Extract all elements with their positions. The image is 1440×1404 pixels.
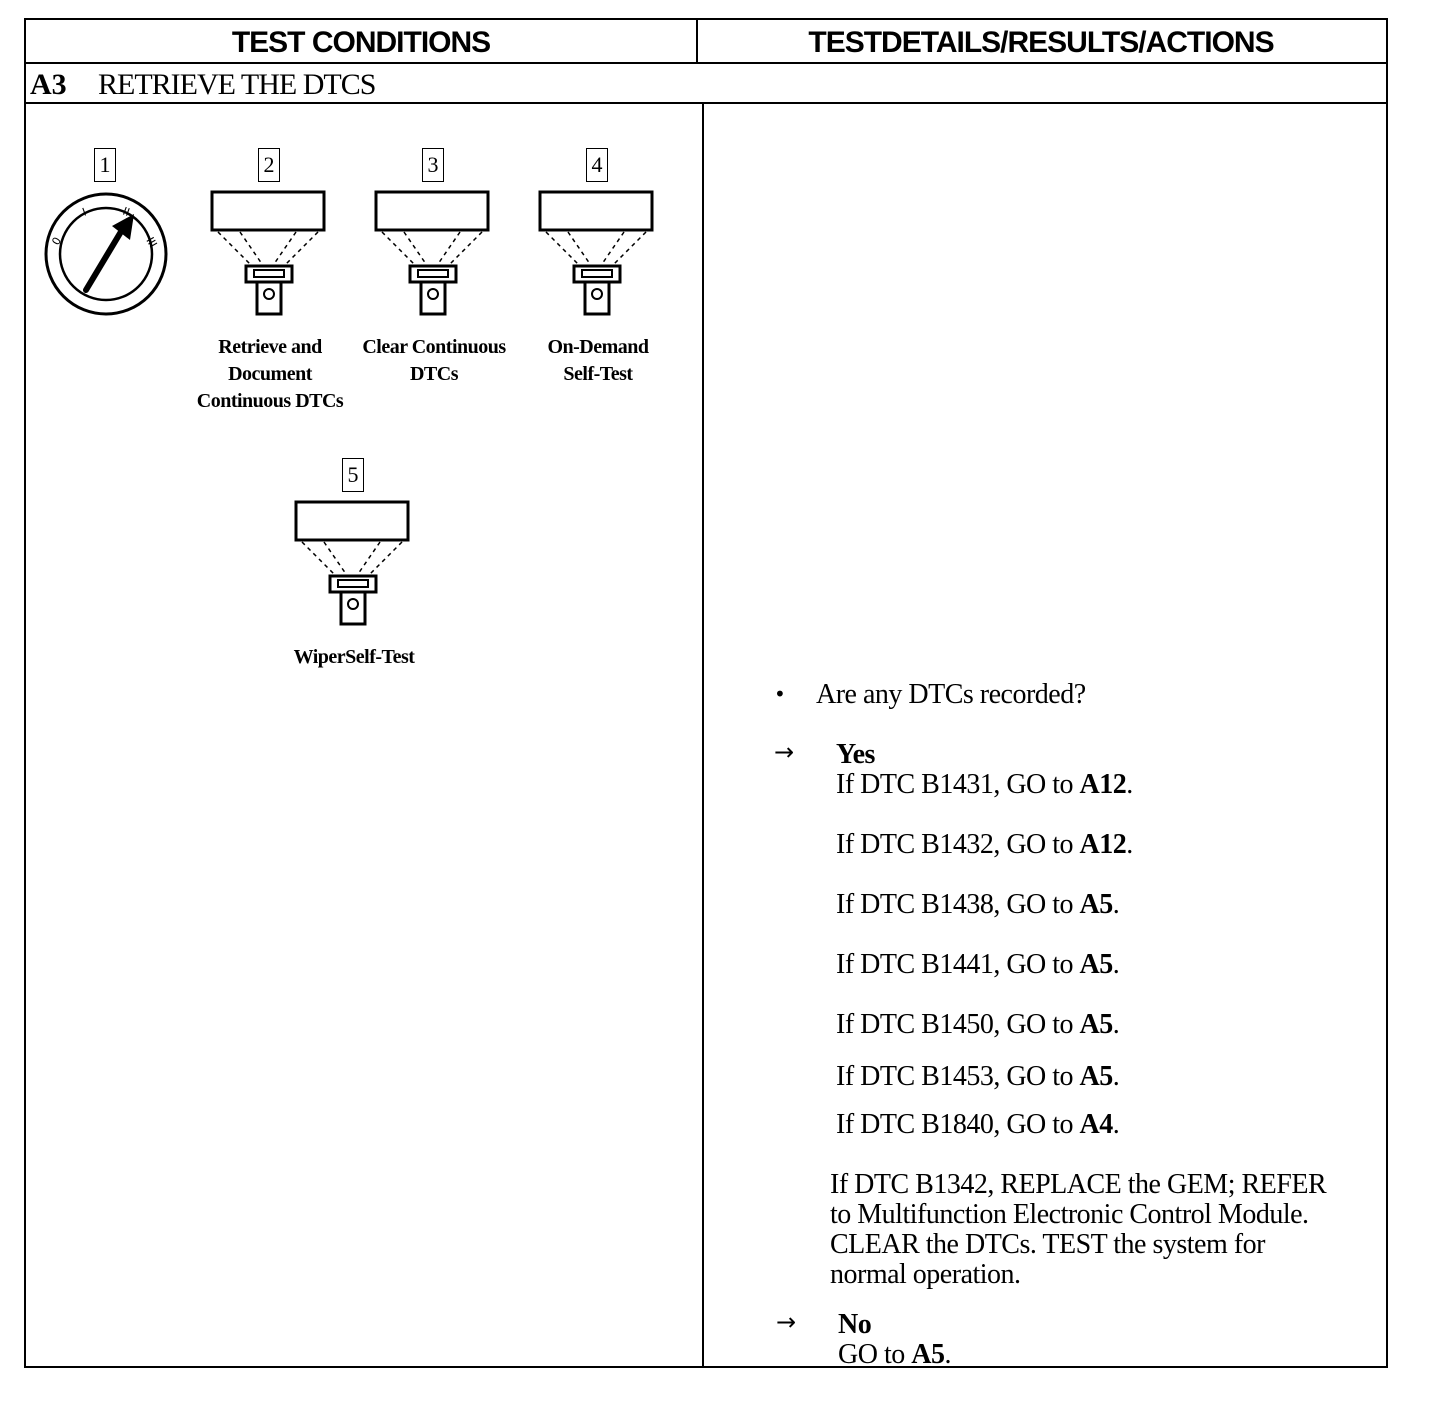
step-number-5: 5 xyxy=(342,458,364,492)
yes-item-target: A12 xyxy=(1079,829,1127,860)
scan-tool-icon xyxy=(374,190,490,316)
header-test-conditions: TEST CONDITIONS xyxy=(231,26,491,59)
yes-item-text: If DTC B1441, GO to xyxy=(836,949,1080,980)
yes-label: Yes xyxy=(836,739,875,770)
bullet-icon: • xyxy=(774,682,786,706)
yes-item-target: A5 xyxy=(1079,1061,1114,1092)
yes-item-4: If DTC B1441, GO to A5. xyxy=(836,949,1120,980)
step-number-3: 3 xyxy=(422,148,444,182)
table-header: TEST CONDITIONS TESTDETAILS/RESULTS/ACTI… xyxy=(26,20,1386,64)
yes-item-end: . xyxy=(1112,1109,1120,1140)
caption-line: WiperSelf-Test xyxy=(293,646,415,668)
section-row: A3 RETRIEVE THE DTCS xyxy=(26,64,1386,104)
yes-item-1: If DTC B1431, GO to A12. xyxy=(836,770,1133,800)
svg-text:II: II xyxy=(121,205,132,219)
svg-text:I: I xyxy=(81,205,89,218)
yes-item-end: . xyxy=(1112,889,1120,920)
yes-item-text: If DTC B1438, GO to xyxy=(836,889,1080,920)
yes-item-end: . xyxy=(1112,949,1120,980)
yes-item-target: A4 xyxy=(1079,1109,1114,1140)
step-number-4: 4 xyxy=(586,148,608,182)
replace-line: normal operation. xyxy=(830,1259,1021,1290)
yes-item-7: If DTC B1840, GO to A4. xyxy=(836,1109,1120,1140)
scan-tool-icon xyxy=(538,190,654,316)
section-title: RETRIEVE THE DTCS xyxy=(98,68,376,101)
yes-item-target: A5 xyxy=(1079,1009,1114,1040)
caption-line: DTCs xyxy=(409,363,459,385)
replace-line: to Multifunction Electronic Control Modu… xyxy=(830,1199,1309,1230)
step-caption-3: Clear Continuous DTCs xyxy=(334,334,534,388)
yes-item-text: If DTC B1450, GO to xyxy=(836,1009,1080,1040)
caption-line: Clear Continuous xyxy=(362,336,506,358)
procedure-table: TEST CONDITIONS TESTDETAILS/RESULTS/ACTI… xyxy=(24,18,1388,1370)
caption-line: Continuous DTCs xyxy=(196,390,344,412)
yes-item-3: If DTC B1438, GO to A5. xyxy=(836,889,1120,920)
yes-item-text: If DTC B1432, GO to xyxy=(836,829,1080,860)
yes-item-end: . xyxy=(1112,1061,1120,1092)
no-label: No xyxy=(838,1309,872,1340)
caption-line: Retrieve and xyxy=(218,336,322,358)
arrow-right-icon: → xyxy=(776,1308,797,1336)
scan-tool-icon xyxy=(210,190,326,316)
yes-item-target: A12 xyxy=(1079,769,1127,800)
step-number-2: 2 xyxy=(258,148,280,182)
yes-item-target: A5 xyxy=(1079,889,1114,920)
caption-line: Self-Test xyxy=(563,363,633,385)
step-caption-5: WiperSelf-Test xyxy=(254,644,454,671)
header-test-details: TESTDETAILS/RESULTS/ACTIONS xyxy=(808,26,1274,59)
arrow-right-icon: → xyxy=(774,738,795,766)
caption-line: On-Demand xyxy=(547,336,649,358)
step-number-1: 1 xyxy=(94,148,116,182)
caption-line: Document xyxy=(228,363,312,385)
step-caption-2: Retrieve and Document Continuous DTCs xyxy=(170,334,370,415)
replace-instruction: If DTC B1342, REPLACE the GEM; REFER to … xyxy=(830,1169,1327,1290)
yes-item-6: If DTC B1453, GO to A5. xyxy=(836,1061,1120,1092)
yes-item-end: . xyxy=(1126,829,1133,860)
step-caption-4: On-Demand Self-Test xyxy=(498,334,698,388)
yes-item-text: If DTC B1431, GO to xyxy=(836,769,1080,800)
yes-item-text: If DTC B1840, GO to xyxy=(836,1109,1080,1140)
yes-item-text: If DTC B1453, GO to xyxy=(836,1061,1080,1092)
no-action-end: . xyxy=(944,1339,951,1370)
no-action-target: A5 xyxy=(911,1339,945,1370)
yes-item-end: . xyxy=(1112,1009,1120,1040)
header-divider xyxy=(696,20,698,64)
replace-line: If DTC B1342, REPLACE the GEM; REFER xyxy=(830,1169,1327,1200)
yes-item-target: A5 xyxy=(1079,949,1114,980)
ignition-switch-icon: 0 I II III xyxy=(44,192,168,316)
section-id: A3 xyxy=(30,68,67,101)
results-question: Are any DTCs recorded? xyxy=(816,679,1086,710)
svg-text:III: III xyxy=(143,235,159,250)
column-divider xyxy=(702,104,704,1366)
replace-line: CLEAR the DTCs. TEST the system for xyxy=(830,1229,1265,1260)
yes-item-5: If DTC B1450, GO to A5. xyxy=(836,1009,1120,1040)
no-action-text: GO to xyxy=(838,1339,912,1370)
no-action: GO to A5. xyxy=(838,1340,951,1370)
yes-item-end: . xyxy=(1126,769,1133,800)
scan-tool-icon xyxy=(294,500,410,626)
yes-item-2: If DTC B1432, GO to A12. xyxy=(836,830,1133,860)
